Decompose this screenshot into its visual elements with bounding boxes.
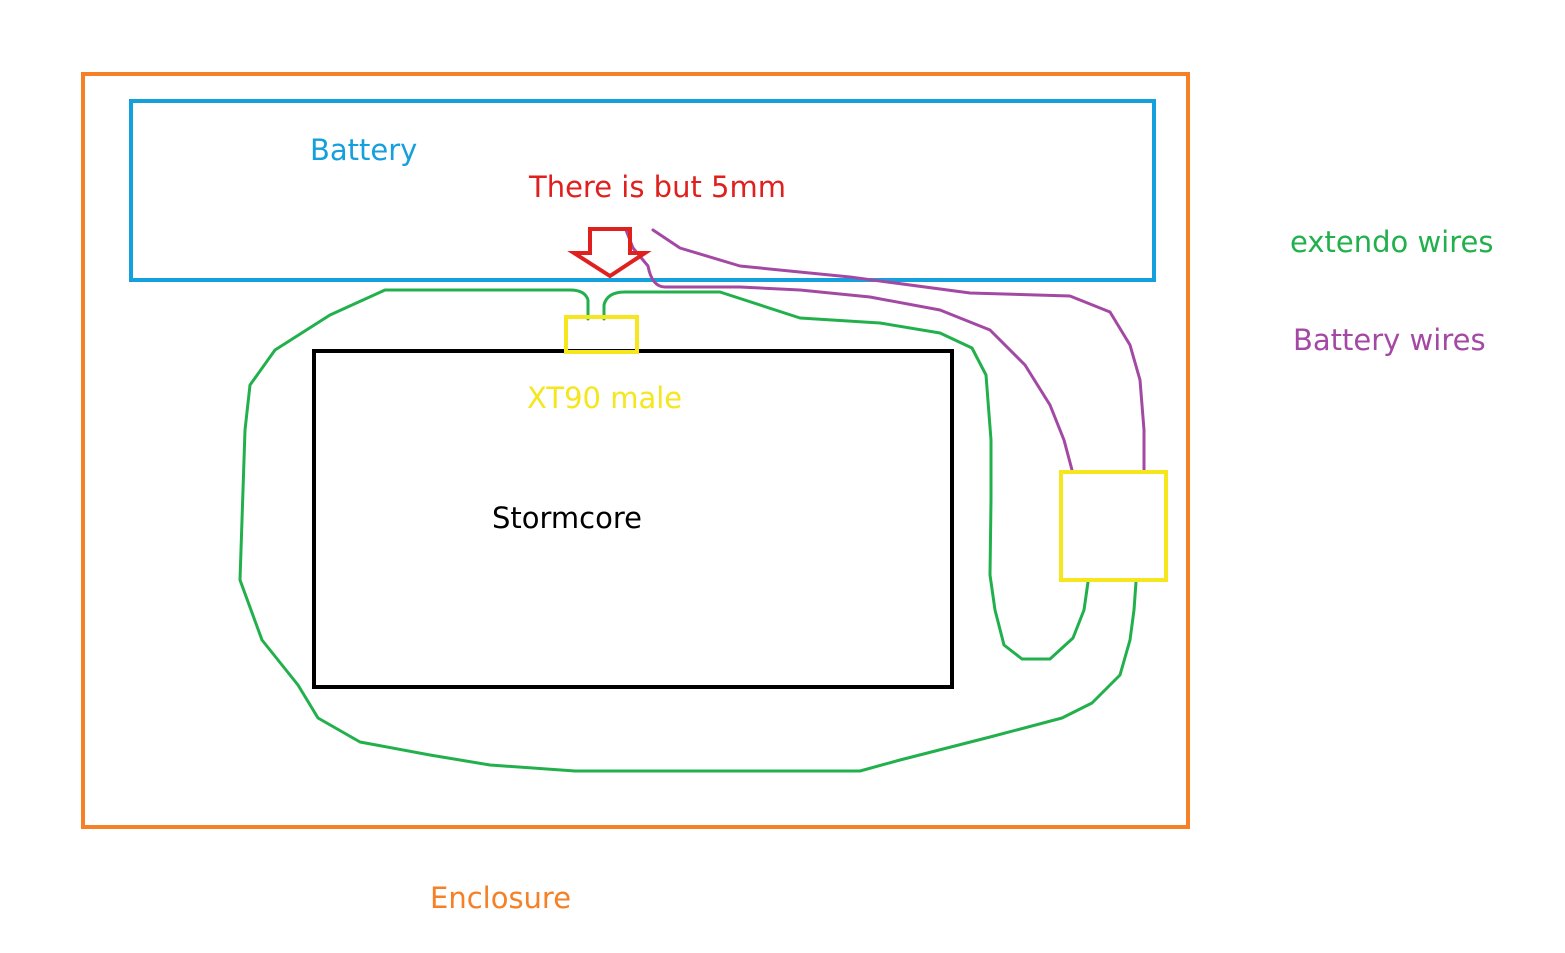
- extendo-wire-inner: [602, 290, 1090, 661]
- extendo-wires-legend: extendo wires: [1290, 225, 1494, 259]
- stormcore-label: Stormcore: [492, 501, 642, 535]
- battery-label: Battery: [310, 133, 418, 167]
- battery-wires-legend: Battery wires: [1293, 323, 1486, 357]
- enclosure-label: Enclosure: [430, 881, 572, 915]
- enclosure-box: [81, 72, 1190, 829]
- xt90-connector: [564, 315, 639, 354]
- extension-connector: [1059, 470, 1168, 582]
- battery-wire-2: [651, 228, 1146, 472]
- gap-note-label: There is but 5mm: [529, 170, 786, 204]
- xt90-label: XT90 male: [527, 381, 683, 415]
- battery-box: [129, 99, 1156, 282]
- extendo-wire-outer: [238, 288, 1138, 773]
- battery-wire-1: [624, 228, 1074, 472]
- down-arrow-icon: [567, 227, 652, 279]
